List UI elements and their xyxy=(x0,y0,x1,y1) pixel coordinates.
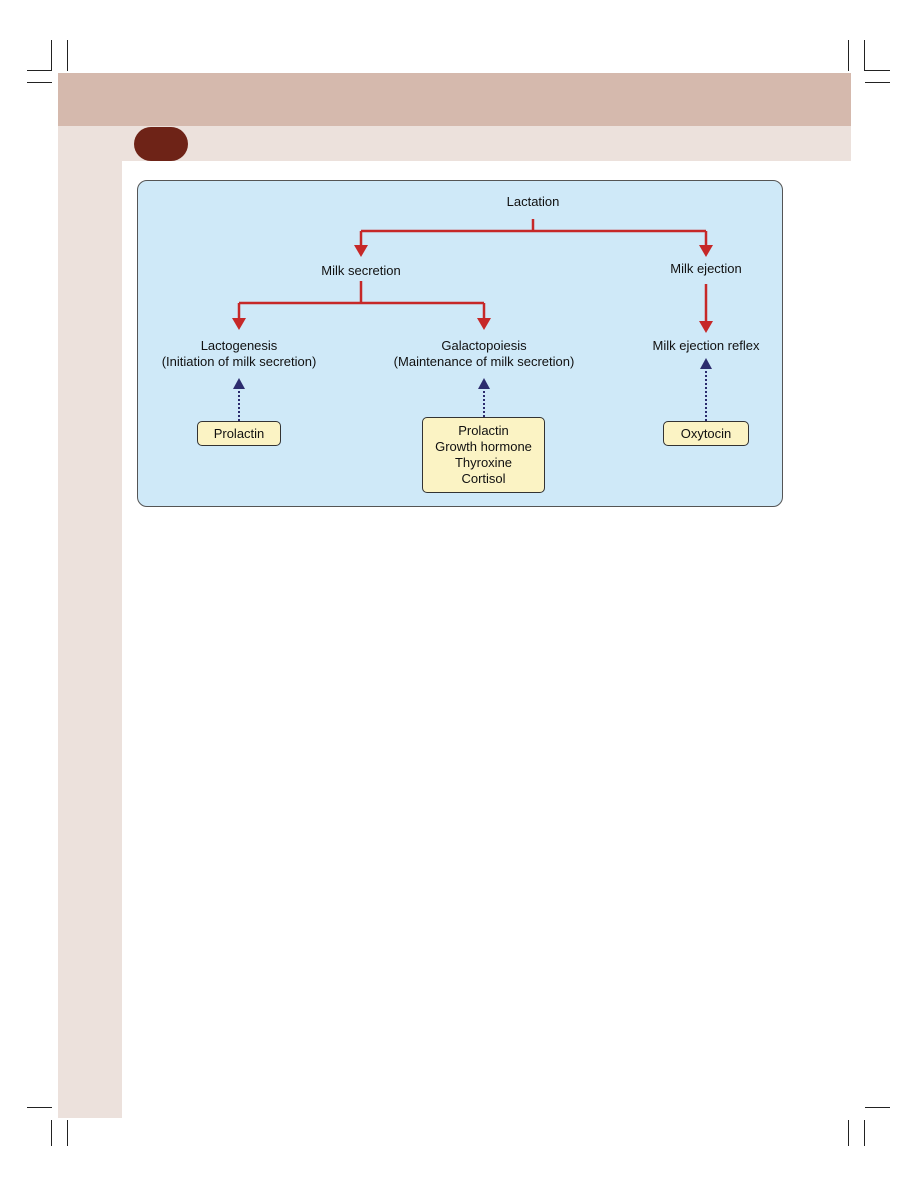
hormone-prolactin: Prolactin xyxy=(458,423,509,438)
header-band xyxy=(58,73,851,126)
node-lactation: Lactation xyxy=(506,194,560,209)
arrowhead-milk-secretion xyxy=(354,245,368,257)
arrowhead-galactopoiesis xyxy=(477,318,491,330)
lactation-diagram: Lactation Milk secretion Milk ejection L… xyxy=(137,180,783,507)
arrowhead-oxytocin xyxy=(700,358,712,369)
lactogenesis-subtitle: (Initiation of milk secretion) xyxy=(161,354,317,369)
arrowhead-galactopoiesis-hormones xyxy=(478,378,490,389)
arrowhead-prolactin xyxy=(233,378,245,389)
galactopoiesis-subtitle: (Maintenance of milk secretion) xyxy=(393,354,575,369)
lactogenesis-title: Lactogenesis xyxy=(200,338,278,353)
hormone-box-galactopoiesis: Prolactin Growth hormone Thyroxine Corti… xyxy=(422,417,545,493)
hormone-prolactin: Prolactin xyxy=(213,425,265,441)
chapter-badge xyxy=(134,127,188,161)
arrowhead-ejection-reflex xyxy=(699,321,713,333)
node-lactogenesis: Lactogenesis (Initiation of milk secreti… xyxy=(162,338,317,370)
arrowhead-milk-ejection xyxy=(699,245,713,257)
hormone-box-ejection-reflex: Oxytocin xyxy=(663,421,749,446)
galactopoiesis-title: Galactopoiesis xyxy=(441,338,527,353)
hormone-cortisol: Cortisol xyxy=(461,471,506,486)
node-milk-ejection-reflex: Milk ejection reflex xyxy=(652,338,760,353)
hormone-growth-hormone: Growth hormone xyxy=(435,439,532,454)
hormone-oxytocin: Oxytocin xyxy=(680,425,732,441)
hormone-box-lactogenesis: Prolactin xyxy=(197,421,281,446)
node-milk-ejection: Milk ejection xyxy=(670,261,742,276)
arrowhead-lactogenesis xyxy=(232,318,246,330)
diagram-connectors xyxy=(232,219,713,421)
hormone-thyroxine: Thyroxine xyxy=(454,455,513,470)
node-milk-secretion: Milk secretion xyxy=(321,263,401,278)
margin-column xyxy=(58,161,122,1118)
node-galactopoiesis: Galactopoiesis (Maintenance of milk secr… xyxy=(394,338,575,370)
subheader-band xyxy=(58,126,851,161)
